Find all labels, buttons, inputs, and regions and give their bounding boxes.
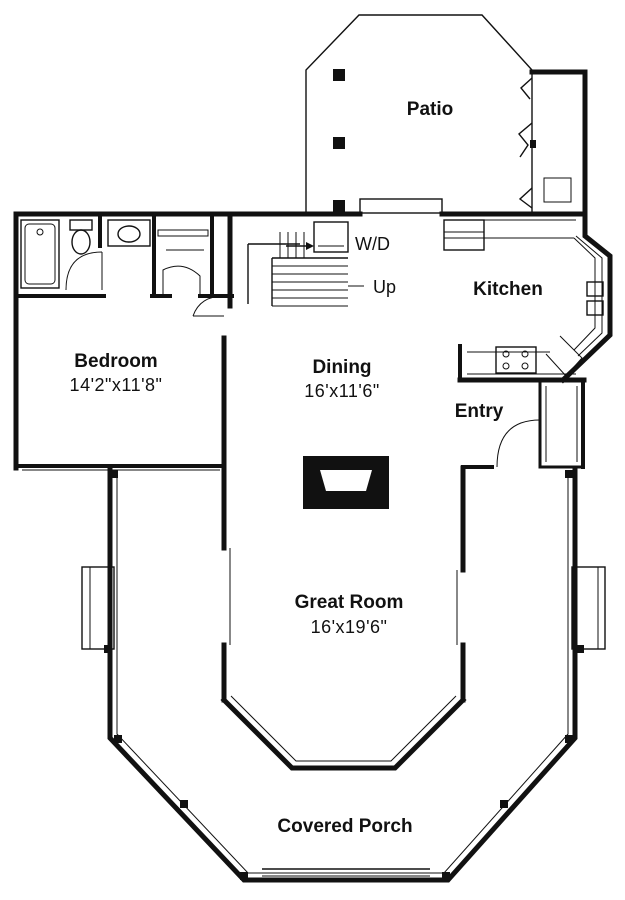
covered-porch-area — [81, 467, 606, 883]
laundry-label: W/D — [355, 234, 390, 254]
sink-icon — [107, 219, 151, 247]
room-label-bedroom: Bedroom — [74, 351, 158, 372]
kitchen-fixtures — [443, 219, 604, 377]
room-label-great-room: Great Room — [294, 592, 404, 613]
patio-door[interactable] — [359, 198, 443, 214]
bathroom-fixtures — [20, 219, 225, 317]
room-label-entry: Entry — [454, 401, 504, 422]
room-label-covered-porch: Covered Porch — [277, 816, 413, 837]
room-size-bedroom: 14'2"x11'8" — [69, 375, 163, 395]
range-icon — [495, 346, 537, 374]
door-swing-icon — [65, 251, 103, 291]
fireplace-icon — [303, 456, 389, 509]
room-label-dining: Dining — [312, 357, 372, 378]
stairs-up-label: Up — [373, 277, 397, 297]
post — [333, 137, 345, 149]
post — [333, 69, 345, 81]
door-swing-icon — [192, 295, 225, 317]
hvac-unit — [543, 177, 572, 203]
room-label-patio: Patio — [406, 99, 454, 120]
refrigerator — [443, 219, 485, 251]
room-size-dining: 16'x11'6" — [304, 381, 380, 401]
room-label-kitchen: Kitchen — [473, 279, 543, 300]
post — [333, 200, 345, 212]
walls — [13, 211, 613, 771]
patio-area — [305, 14, 588, 216]
door-swing-icon — [496, 419, 541, 468]
stairs-icon — [247, 232, 364, 307]
door-swing-icon — [162, 265, 201, 296]
toilet-icon — [69, 219, 93, 255]
bathtub-icon — [20, 219, 60, 289]
washer-dryer — [313, 221, 349, 253]
entry-door[interactable] — [496, 419, 541, 468]
room-size-great-room: 16'x19'6" — [310, 617, 388, 637]
